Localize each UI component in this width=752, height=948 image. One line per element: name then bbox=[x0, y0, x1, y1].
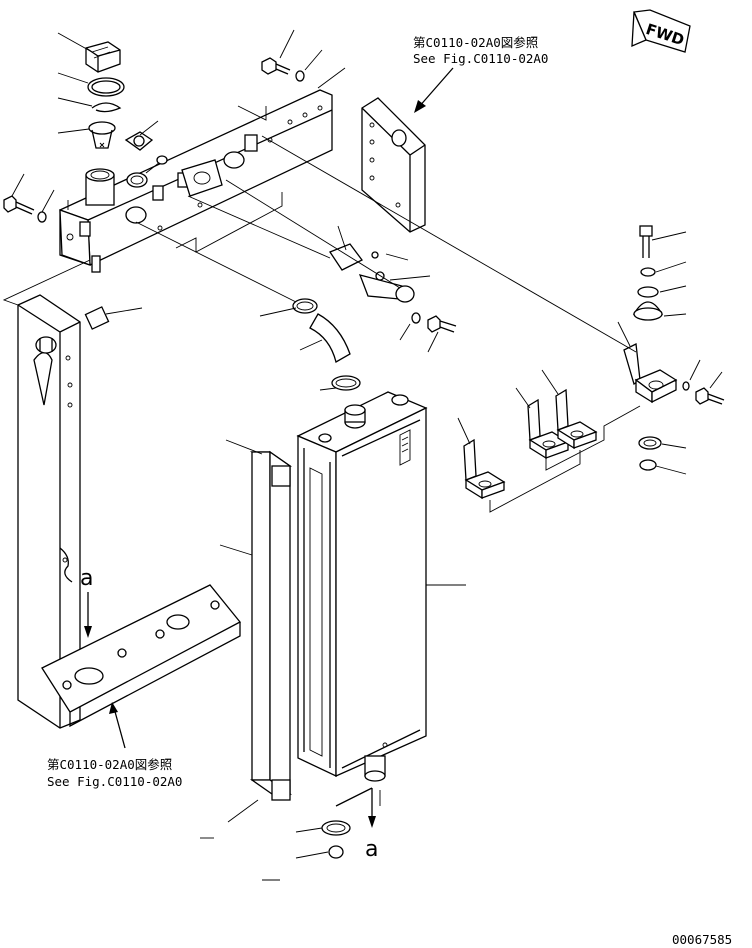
top-reference-arrow bbox=[417, 67, 454, 109]
radiator-core bbox=[296, 391, 466, 782]
connection-lines bbox=[2, 105, 641, 806]
upper-frame-bar bbox=[59, 89, 333, 273]
fwd-arrow: FWD bbox=[631, 9, 691, 53]
radiator-cap bbox=[57, 32, 121, 73]
bottom-reference-jp: 第C0110-02A0図参照 bbox=[47, 757, 172, 772]
seal-strip bbox=[219, 439, 293, 823]
l-brackets bbox=[457, 369, 598, 500]
hose-and-clamps bbox=[259, 298, 361, 391]
mount-bolt-upper bbox=[632, 225, 687, 321]
drain-valve bbox=[124, 120, 159, 151]
drawing-number: 00067585 bbox=[672, 932, 732, 947]
left-vertical-frame bbox=[17, 294, 143, 729]
marker-a-lower: a bbox=[365, 837, 378, 862]
right-support-bracket bbox=[361, 97, 426, 233]
bottom-reference-en: See Fig.C0110-02A0 bbox=[47, 774, 182, 789]
marker-a-upper: a bbox=[80, 566, 93, 591]
o-ring bbox=[57, 72, 125, 97]
bolt-left bbox=[3, 173, 55, 223]
filter-sleeve bbox=[57, 121, 116, 149]
top-reference-jp: 第C0110-02A0図参照 bbox=[413, 35, 538, 50]
snap-ring bbox=[57, 97, 122, 113]
bolt-top-center bbox=[261, 29, 346, 89]
pipe-fitting bbox=[329, 225, 457, 353]
bottom-frame-plate bbox=[41, 547, 242, 728]
lower-fittings bbox=[200, 820, 351, 881]
seal-ring bbox=[126, 155, 168, 188]
top-reference-en: See Fig.C0110-02A0 bbox=[413, 51, 548, 66]
mount-bracket bbox=[617, 321, 725, 475]
